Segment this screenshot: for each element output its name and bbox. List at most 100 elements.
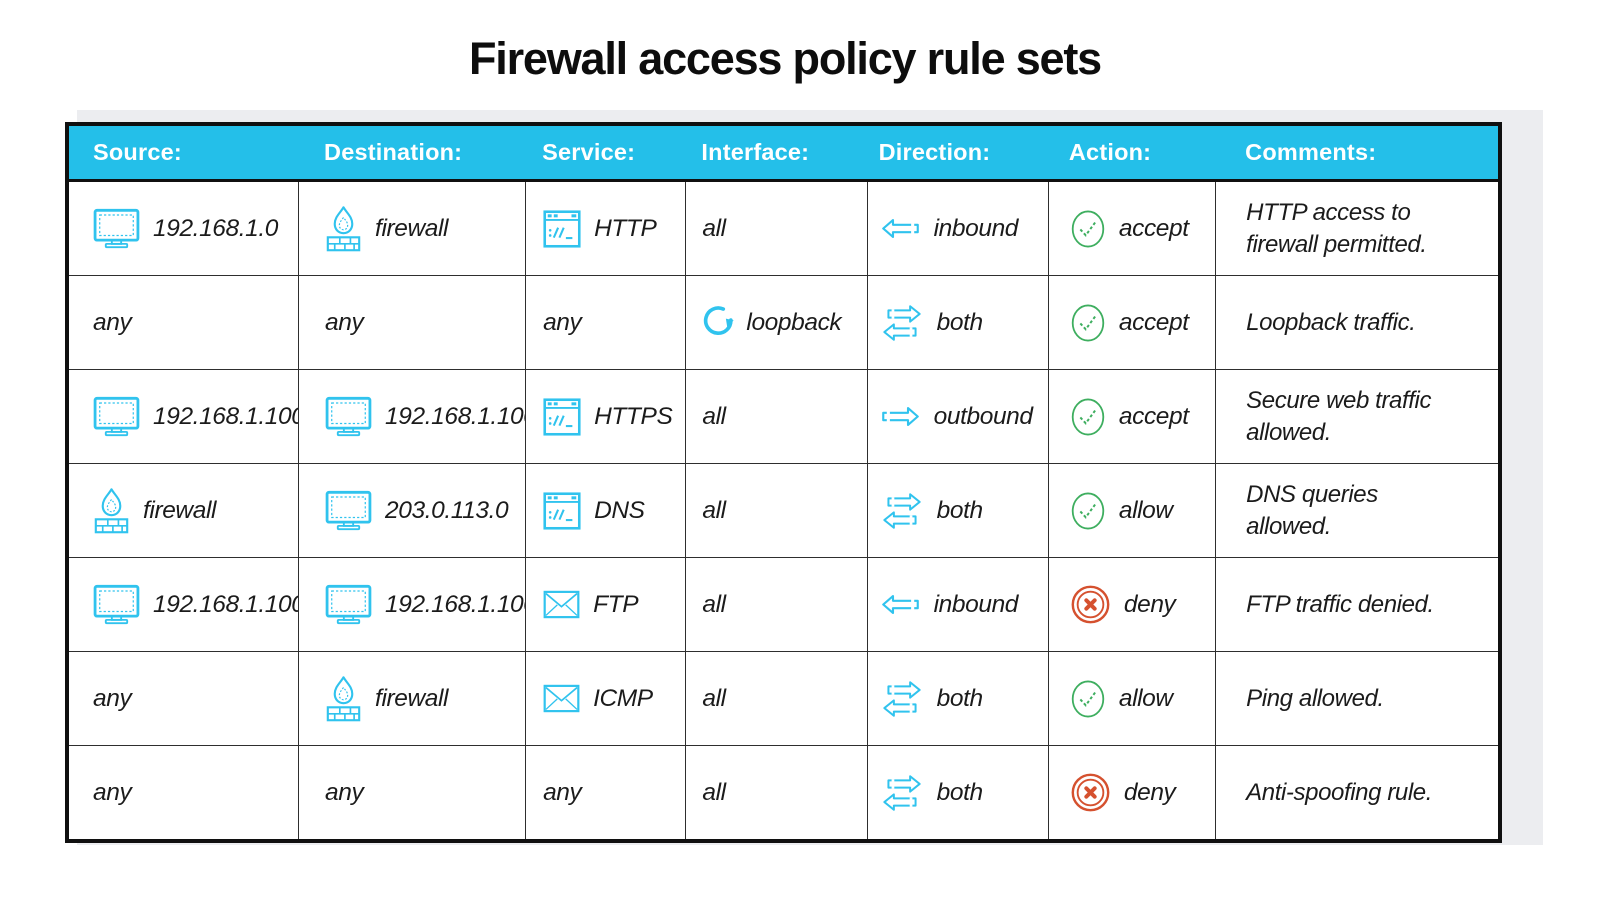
destination-cell: 203.0.113.0 <box>298 464 525 557</box>
service-cell: ICMP <box>525 652 685 745</box>
comments-cell: HTTP access to firewall permitted. <box>1215 182 1498 275</box>
direction-value: both <box>936 308 983 336</box>
action-cell: accept <box>1047 276 1215 369</box>
column-header-interface: Interface: <box>701 139 810 165</box>
source-value: 192.168.1.100 <box>153 402 299 430</box>
column-header-direction: Direction: <box>878 139 991 165</box>
source-value: firewall <box>143 496 217 524</box>
table-header-row: Source:Destination:Service:Interface:Dir… <box>69 126 1498 182</box>
interface-value: all <box>702 214 726 242</box>
action-value: accept <box>1118 308 1189 336</box>
computer-icon <box>93 208 140 249</box>
action-cell: accept <box>1047 182 1215 275</box>
firewall-icon <box>325 205 362 253</box>
interface-value: loopback <box>746 308 842 336</box>
service-value: FTP <box>593 590 639 618</box>
accept-check-icon <box>1070 209 1106 249</box>
source-cell: any <box>69 652 298 745</box>
direction-cell: both <box>866 652 1048 745</box>
service-cell: FTP <box>525 558 685 651</box>
direction-cell: outbound <box>866 370 1048 463</box>
interface-value: all <box>702 684 726 712</box>
service-cell: HTTP <box>525 182 685 275</box>
browser-window-icon <box>543 398 581 436</box>
interface-value: all <box>702 496 726 524</box>
destination-value: firewall <box>375 684 449 712</box>
direction-value: outbound <box>933 402 1033 430</box>
interface-cell: all <box>685 558 866 651</box>
source-value: any <box>93 308 132 336</box>
comments-cell: DNS queries allowed. <box>1215 464 1498 557</box>
direction-cell: inbound <box>866 558 1048 651</box>
action-value: deny <box>1123 778 1176 806</box>
browser-window-icon <box>543 492 581 530</box>
action-cell: allow <box>1047 464 1215 557</box>
interface-cell: all <box>685 746 866 839</box>
direction-cell: both <box>866 276 1048 369</box>
destination-cell: any <box>298 746 525 839</box>
column-header-service: Service: <box>542 139 636 165</box>
destination-value: firewall <box>375 214 449 242</box>
firewall-icon <box>93 487 130 535</box>
comments-value: FTP traffic denied. <box>1246 590 1434 618</box>
computer-icon <box>325 396 372 437</box>
accept-check-icon <box>1070 491 1106 531</box>
comments-value: Ping allowed. <box>1246 684 1384 712</box>
column-header-comments: Comments: <box>1245 139 1377 165</box>
comments-cell: FTP traffic denied. <box>1215 558 1498 651</box>
comments-cell: Loopback traffic. <box>1215 276 1498 369</box>
interface-cell: all <box>685 652 866 745</box>
interface-cell: all <box>685 370 866 463</box>
firewall-icon <box>325 675 362 723</box>
computer-icon <box>325 490 372 531</box>
both-directions-arrows-icon <box>880 680 924 718</box>
destination-cell: firewall <box>298 182 525 275</box>
source-cell: any <box>69 746 298 839</box>
source-cell: 192.168.1.100 <box>69 370 298 463</box>
table-row: any firewall ICMP all both allow Ping allowed. <box>69 651 1498 745</box>
browser-window-icon <box>543 210 581 248</box>
source-cell: 192.168.1.100 <box>69 558 298 651</box>
service-value: any <box>543 308 582 336</box>
deny-cross-icon <box>1070 772 1111 813</box>
direction-value: inbound <box>933 590 1019 618</box>
source-cell: any <box>69 276 298 369</box>
source-value: any <box>93 778 132 806</box>
destination-value: 192.168.1.100 <box>385 590 526 618</box>
interface-value: all <box>702 778 726 806</box>
direction-cell: both <box>866 464 1048 557</box>
service-cell: any <box>525 746 685 839</box>
source-cell: 192.168.1.0 <box>69 182 298 275</box>
column-header-action: Action: <box>1068 139 1152 165</box>
action-cell: allow <box>1047 652 1215 745</box>
deny-cross-icon <box>1070 584 1111 625</box>
comments-value: Anti-spoofing rule. <box>1246 778 1433 806</box>
destination-value: any <box>325 778 364 806</box>
direction-value: both <box>936 684 983 712</box>
comments-value: Secure web traffic allowed. <box>1246 387 1432 446</box>
computer-icon <box>93 584 140 625</box>
destination-value: 192.168.1.100 <box>385 402 526 430</box>
source-value: 192.168.1.0 <box>153 214 279 242</box>
destination-cell: 192.168.1.100 <box>298 370 525 463</box>
both-directions-arrows-icon <box>880 304 924 342</box>
source-value: 192.168.1.100 <box>153 590 299 618</box>
comments-value: Loopback traffic. <box>1246 308 1416 336</box>
accept-check-icon <box>1070 679 1106 719</box>
comments-cell: Anti-spoofing rule. <box>1215 746 1498 839</box>
accept-check-icon <box>1070 397 1106 437</box>
interface-value: all <box>702 402 726 430</box>
comments-cell: Ping allowed. <box>1215 652 1498 745</box>
inbound-arrow-icon <box>880 217 921 240</box>
loopback-arrow-icon <box>702 306 735 339</box>
destination-value: 203.0.113.0 <box>385 496 509 524</box>
envelope-icon <box>543 590 580 619</box>
computer-icon <box>325 584 372 625</box>
action-value: allow <box>1118 684 1173 712</box>
